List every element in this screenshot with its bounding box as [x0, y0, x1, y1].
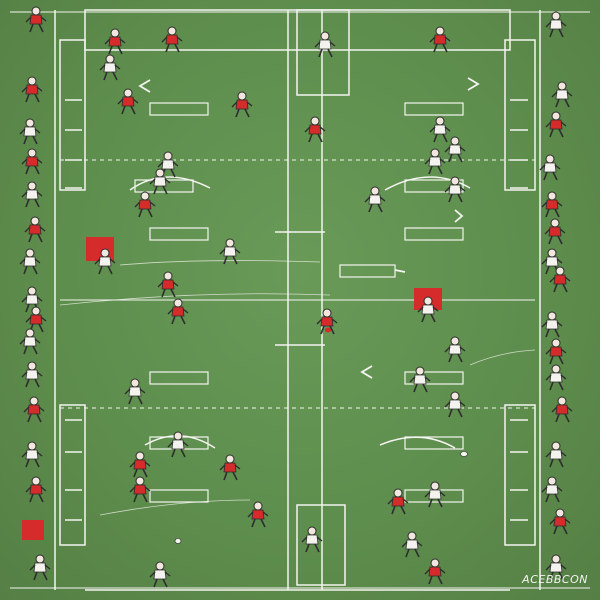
sideline-figures-right	[539, 11, 573, 581]
balls	[174, 327, 468, 544]
field-lines	[10, 9, 590, 591]
red-marker-square	[22, 520, 44, 540]
direction-arrows	[138, 77, 480, 379]
artist-signature: ACEBBCON	[522, 573, 588, 586]
sideline-figures-left	[19, 6, 51, 581]
hash-marks	[65, 99, 528, 521]
motion-streaks	[59, 260, 536, 516]
